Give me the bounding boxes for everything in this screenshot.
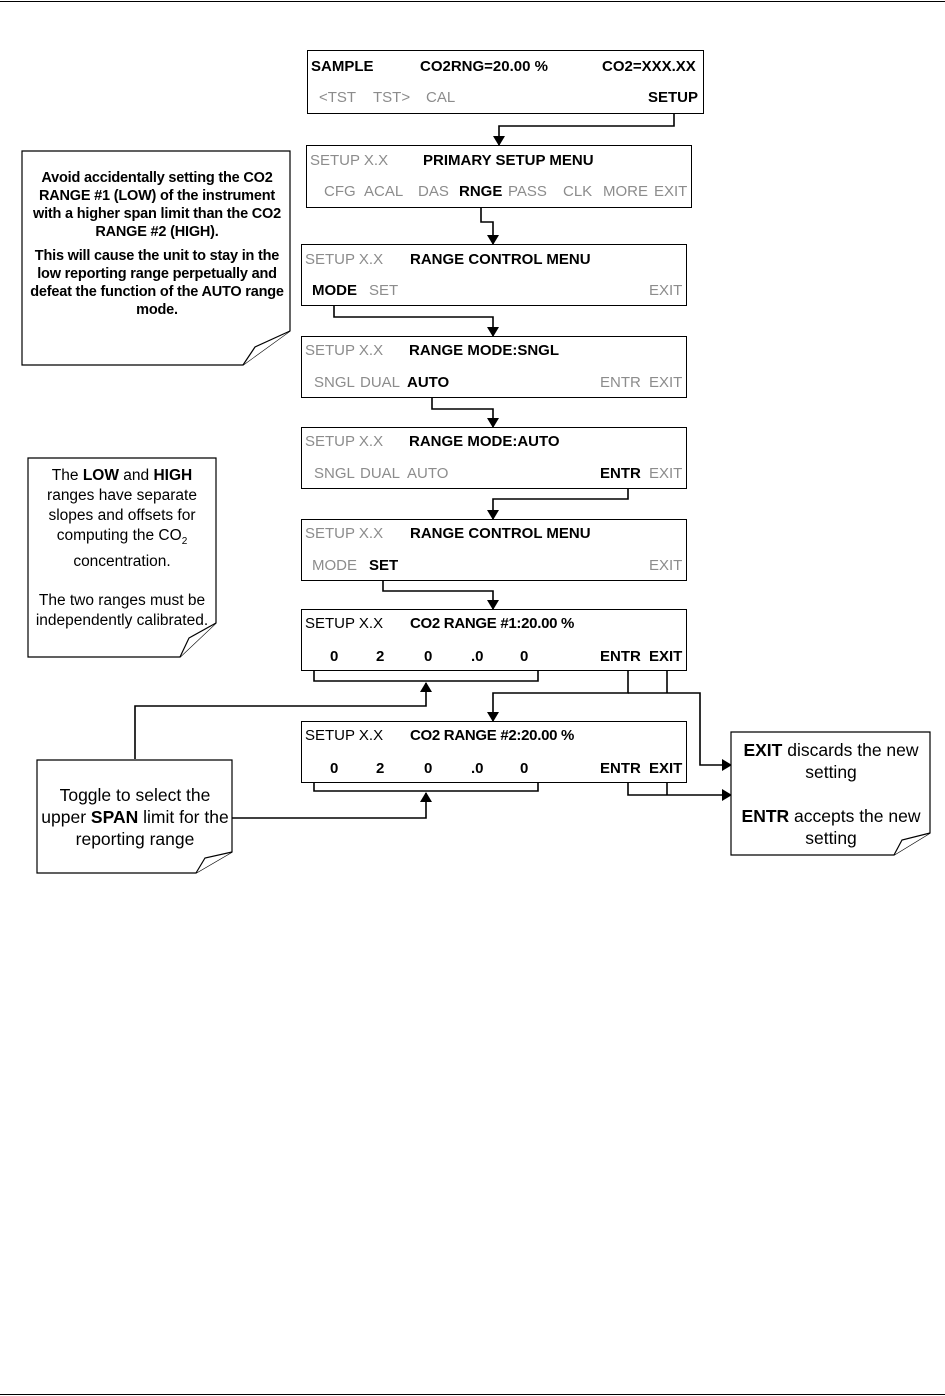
exit-button[interactable]: EXIT [649,648,683,665]
exit-button[interactable]: EXIT [649,557,683,574]
digit-5[interactable]: 0 [520,760,529,777]
set-button[interactable]: SET [369,557,399,574]
rnge-button[interactable]: RNGE [459,183,503,200]
tst-prev-button[interactable]: <TST [319,89,357,106]
bottom-rule [0,1394,945,1395]
setup-version: SETUP X.X [305,727,384,744]
digit-1[interactable]: 0 [330,648,339,665]
mode-button[interactable]: MODE [312,282,357,299]
clk-button[interactable]: CLK [563,183,593,200]
primary-setup-panel: SETUP X.X PRIMARY SETUP MENU CFG ACAL DA… [306,145,692,208]
setup-version: SETUP X.X [305,433,384,450]
range-readout: CO2RNG=20.00 % [420,58,548,75]
range-mode-sngl-panel: SETUP X.X RANGE MODE:SNGL SNGL DUAL AUTO… [301,336,687,398]
exit-button[interactable]: EXIT [649,760,683,777]
sample-display-panel: SAMPLE CO2RNG=20.00 % CO2=XXX.XX <TST TS… [307,50,704,114]
top-rule [0,1,945,2]
panel-title: RANGE MODE:SNGL [409,342,559,359]
dual-button[interactable]: DUAL [360,374,401,391]
setup-version: SETUP X.X [305,615,384,632]
digit-2[interactable]: 2 [376,648,385,665]
digit-4[interactable]: .0 [471,760,484,777]
exit-button[interactable]: EXIT [649,465,683,482]
setup-button[interactable]: SETUP [648,89,699,106]
sngl-button[interactable]: SNGL [314,465,355,482]
auto-button[interactable]: AUTO [407,374,450,391]
digit-3[interactable]: 0 [424,760,433,777]
panel-title: RANGE CONTROL MENU [410,525,591,542]
panel-title: CO2 RANGE #1:20.00 % [410,615,575,632]
panel-title: RANGE CONTROL MENU [410,251,591,268]
setup-version: SETUP X.X [305,525,384,542]
entr-explanation: ENTR accepts the new setting [741,806,921,848]
entr-button[interactable]: ENTR [600,374,641,391]
panel-title: CO2 RANGE #2:20.00 % [410,727,575,744]
digit-1[interactable]: 0 [330,760,339,777]
entr-button[interactable]: ENTR [600,648,641,665]
range-1-panel: SETUP X.X CO2 RANGE #1:20.00 % 0 2 0 .0 … [301,609,687,671]
digit-4[interactable]: .0 [471,648,484,665]
range-control-set-panel: SETUP X.X RANGE CONTROL MENU MODE SET EX… [301,519,687,581]
more-button[interactable]: MORE [603,183,648,200]
setup-version: SETUP X.X [305,251,384,268]
dual-button[interactable]: DUAL [360,465,401,482]
ranges-note: The LOW and HIGH ranges have separate sl… [32,466,212,631]
pass-button[interactable]: PASS [508,183,547,200]
warning-para-1: Avoid accidentally setting the CO2 RANGE… [33,170,281,240]
ranges-para-1: The LOW and HIGH ranges have separate sl… [47,467,197,571]
range-control-panel: SETUP X.X RANGE CONTROL MENU MODE SET EX… [301,244,687,306]
digit-5[interactable]: 0 [520,648,529,665]
digit-3[interactable]: 0 [424,648,433,665]
toggle-note: Toggle to select the upper SPAN limit fo… [41,785,229,849]
range-2-panel: SETUP X.X CO2 RANGE #2:20.00 % 0 2 0 .0 … [301,721,687,783]
range-mode-auto-panel: SETUP X.X RANGE MODE:AUTO SNGL DUAL AUTO… [301,427,687,489]
set-button[interactable]: SET [369,282,399,299]
ranges-para-2: The two ranges must be independently cal… [35,592,209,630]
warning-note: Avoid accidentally setting the CO2 RANGE… [24,169,290,319]
concentration-readout: CO2=XXX.XX [602,58,696,75]
panel-title: PRIMARY SETUP MENU [423,152,594,169]
cal-button[interactable]: CAL [426,89,456,106]
auto-button[interactable]: AUTO [407,465,449,482]
setup-version: SETUP X.X [305,342,384,359]
exit-explanation: EXIT discards the new setting [743,740,919,782]
sngl-button[interactable]: SNGL [314,374,355,391]
cfg-button[interactable]: CFG [324,183,356,200]
panel-title: RANGE MODE:AUTO [409,433,560,450]
exit-button[interactable]: EXIT [654,183,688,200]
entr-button[interactable]: ENTR [600,465,641,482]
digit-2[interactable]: 2 [376,760,385,777]
acal-button[interactable]: ACAL [364,183,404,200]
exit-button[interactable]: EXIT [649,282,683,299]
exit-button[interactable]: EXIT [649,374,683,391]
tst-next-button[interactable]: TST> [373,89,411,106]
warning-para-2: This will cause the unit to stay in the … [30,248,284,318]
das-button[interactable]: DAS [418,183,449,200]
mode-button[interactable]: MODE [312,557,357,574]
setup-version: SETUP X.X [310,152,389,169]
entr-button[interactable]: ENTR [600,760,641,777]
entr-exit-note: EXIT discards the new setting ENTR accep… [733,739,929,849]
mode-label: SAMPLE [311,58,374,75]
